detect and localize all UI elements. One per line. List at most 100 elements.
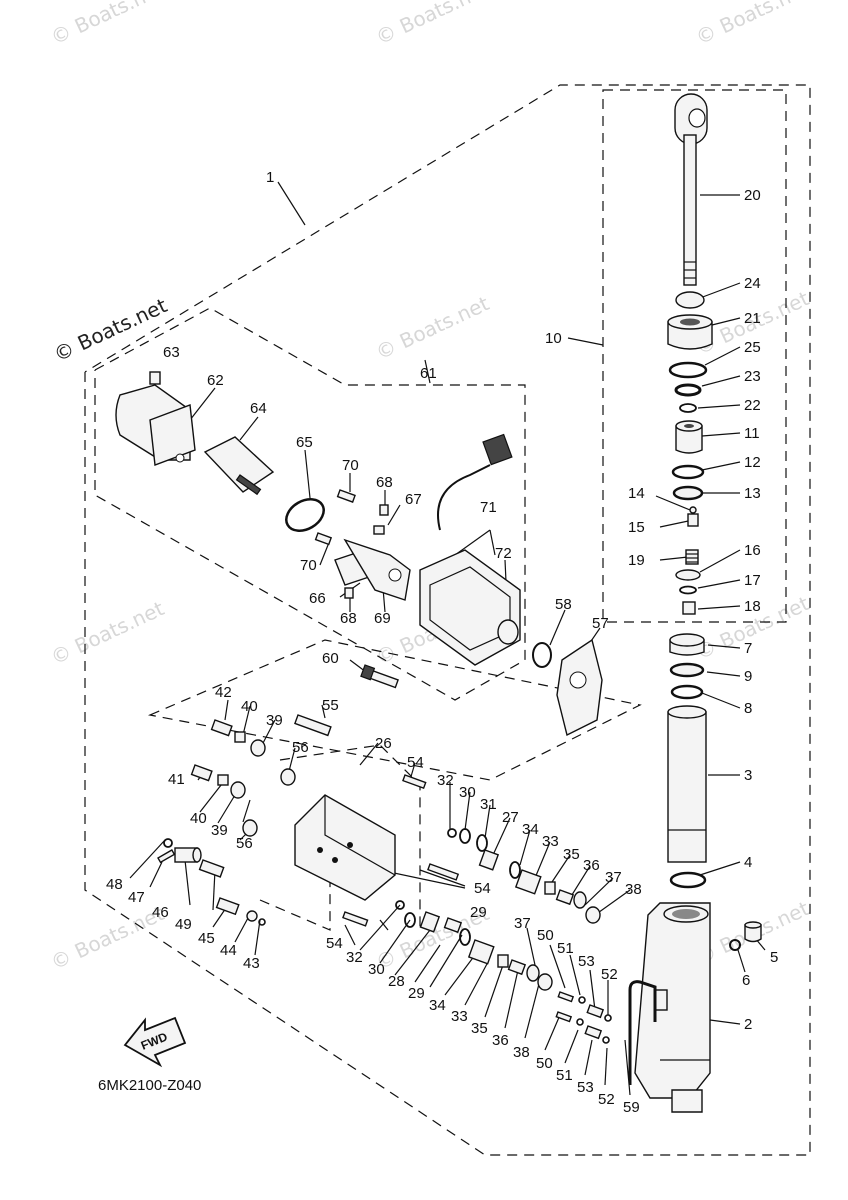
part-38a[interactable] bbox=[585, 906, 601, 924]
pin-54c[interactable] bbox=[342, 911, 369, 927]
part-30b[interactable] bbox=[404, 912, 416, 928]
part-22[interactable] bbox=[679, 403, 697, 413]
callout-35: 35 bbox=[563, 846, 580, 863]
part-32a[interactable] bbox=[447, 828, 457, 838]
pin-47[interactable] bbox=[157, 849, 176, 864]
o-ring-4[interactable] bbox=[669, 871, 707, 889]
part-40b[interactable] bbox=[217, 774, 229, 786]
bolt-55[interactable] bbox=[294, 714, 332, 737]
callout-71: 71 bbox=[480, 499, 497, 516]
housing-2[interactable] bbox=[634, 902, 711, 1113]
part-31[interactable] bbox=[476, 834, 488, 852]
bolt-60[interactable] bbox=[360, 664, 399, 689]
part-33b[interactable] bbox=[467, 939, 495, 965]
spring-19[interactable] bbox=[685, 549, 699, 565]
o-ring-8[interactable] bbox=[670, 684, 704, 700]
ball-51b[interactable] bbox=[576, 1018, 584, 1026]
callout-34b: 34 bbox=[429, 997, 446, 1014]
ball-14[interactable] bbox=[689, 506, 697, 514]
spring-49[interactable] bbox=[198, 859, 225, 878]
tilt-rod-20[interactable] bbox=[674, 93, 708, 286]
part-27[interactable] bbox=[478, 849, 500, 871]
callout-47: 47 bbox=[128, 889, 145, 906]
part-52a[interactable] bbox=[604, 1014, 612, 1022]
part-35b[interactable] bbox=[497, 954, 509, 968]
plug-5[interactable] bbox=[744, 921, 762, 943]
part-23[interactable] bbox=[674, 383, 702, 397]
callout-53: 53 bbox=[578, 953, 595, 970]
part-33a[interactable] bbox=[514, 869, 542, 895]
part-21[interactable] bbox=[667, 314, 713, 350]
spring-36a[interactable] bbox=[555, 889, 575, 906]
pin-54a[interactable] bbox=[402, 774, 427, 790]
part-56a[interactable] bbox=[280, 768, 296, 786]
part-30a[interactable] bbox=[459, 828, 471, 844]
callout-70: 70 bbox=[342, 457, 359, 474]
pin-50a[interactable] bbox=[557, 991, 575, 1003]
part-13[interactable] bbox=[672, 485, 704, 501]
o-ring-6[interactable] bbox=[729, 939, 741, 951]
part-39a[interactable] bbox=[250, 739, 266, 757]
part-18[interactable] bbox=[682, 601, 696, 615]
part-40a[interactable] bbox=[234, 731, 246, 743]
screw-70a[interactable] bbox=[336, 489, 356, 503]
screw-70b[interactable] bbox=[314, 532, 333, 546]
part-28[interactable] bbox=[419, 911, 441, 933]
part-39b[interactable] bbox=[230, 781, 246, 799]
part-32b[interactable] bbox=[395, 900, 405, 910]
part-37b[interactable] bbox=[526, 964, 540, 982]
callout-56b: 56 bbox=[236, 835, 253, 852]
spring-41[interactable] bbox=[190, 764, 213, 782]
part-34a[interactable] bbox=[509, 861, 521, 879]
spring-42[interactable] bbox=[210, 719, 233, 737]
part-37a[interactable] bbox=[573, 891, 587, 909]
pin-54b[interactable] bbox=[427, 863, 460, 881]
part-52b[interactable] bbox=[602, 1036, 610, 1044]
part-48[interactable] bbox=[163, 838, 173, 848]
part-67[interactable] bbox=[373, 525, 385, 535]
part-11[interactable] bbox=[675, 420, 703, 454]
callout-54c: 54 bbox=[326, 935, 343, 952]
part-7[interactable] bbox=[669, 633, 705, 656]
part-72[interactable] bbox=[497, 619, 519, 645]
armature-64[interactable] bbox=[203, 436, 275, 496]
pipe-59[interactable] bbox=[628, 980, 657, 1085]
o-ring-12[interactable] bbox=[671, 464, 705, 480]
callout-45: 45 bbox=[198, 930, 215, 947]
part-17[interactable] bbox=[679, 585, 697, 595]
part-43[interactable] bbox=[258, 918, 266, 926]
o-ring-25[interactable] bbox=[668, 361, 708, 379]
pump-body-71[interactable] bbox=[419, 433, 521, 666]
part-46[interactable] bbox=[174, 847, 202, 863]
o-ring-58[interactable] bbox=[532, 642, 552, 668]
spring-53b[interactable] bbox=[584, 1025, 603, 1040]
spring-36b[interactable] bbox=[507, 959, 527, 976]
part-38b[interactable] bbox=[537, 973, 553, 991]
screw-68b[interactable] bbox=[344, 587, 354, 599]
part-44[interactable] bbox=[246, 910, 258, 922]
callout-17: 17 bbox=[744, 572, 761, 589]
pin-50b[interactable] bbox=[555, 1011, 573, 1023]
part-9[interactable] bbox=[669, 662, 705, 678]
part-56b[interactable] bbox=[242, 819, 258, 837]
motor-62[interactable] bbox=[115, 384, 196, 466]
gasket-57[interactable] bbox=[556, 638, 603, 737]
cylinder-3[interactable] bbox=[667, 705, 707, 863]
valve-body-26[interactable] bbox=[294, 794, 396, 901]
callout-48: 48 bbox=[106, 876, 123, 893]
ball-51a[interactable] bbox=[578, 996, 586, 1004]
callout-28: 28 bbox=[388, 973, 405, 990]
washer-16[interactable] bbox=[675, 569, 701, 581]
callout-39b: 39 bbox=[211, 822, 228, 839]
spring-29[interactable] bbox=[443, 917, 463, 934]
part-35a[interactable] bbox=[544, 881, 556, 895]
screw-68a[interactable] bbox=[379, 504, 389, 516]
part-34b[interactable] bbox=[459, 928, 471, 946]
screw-63[interactable] bbox=[149, 371, 161, 385]
pin-15[interactable] bbox=[687, 513, 699, 527]
spring-45[interactable] bbox=[215, 897, 240, 916]
bracket-69[interactable] bbox=[343, 538, 411, 601]
spring-53a[interactable] bbox=[586, 1004, 605, 1019]
part-24[interactable] bbox=[675, 291, 705, 309]
o-ring-65[interactable] bbox=[281, 493, 330, 537]
